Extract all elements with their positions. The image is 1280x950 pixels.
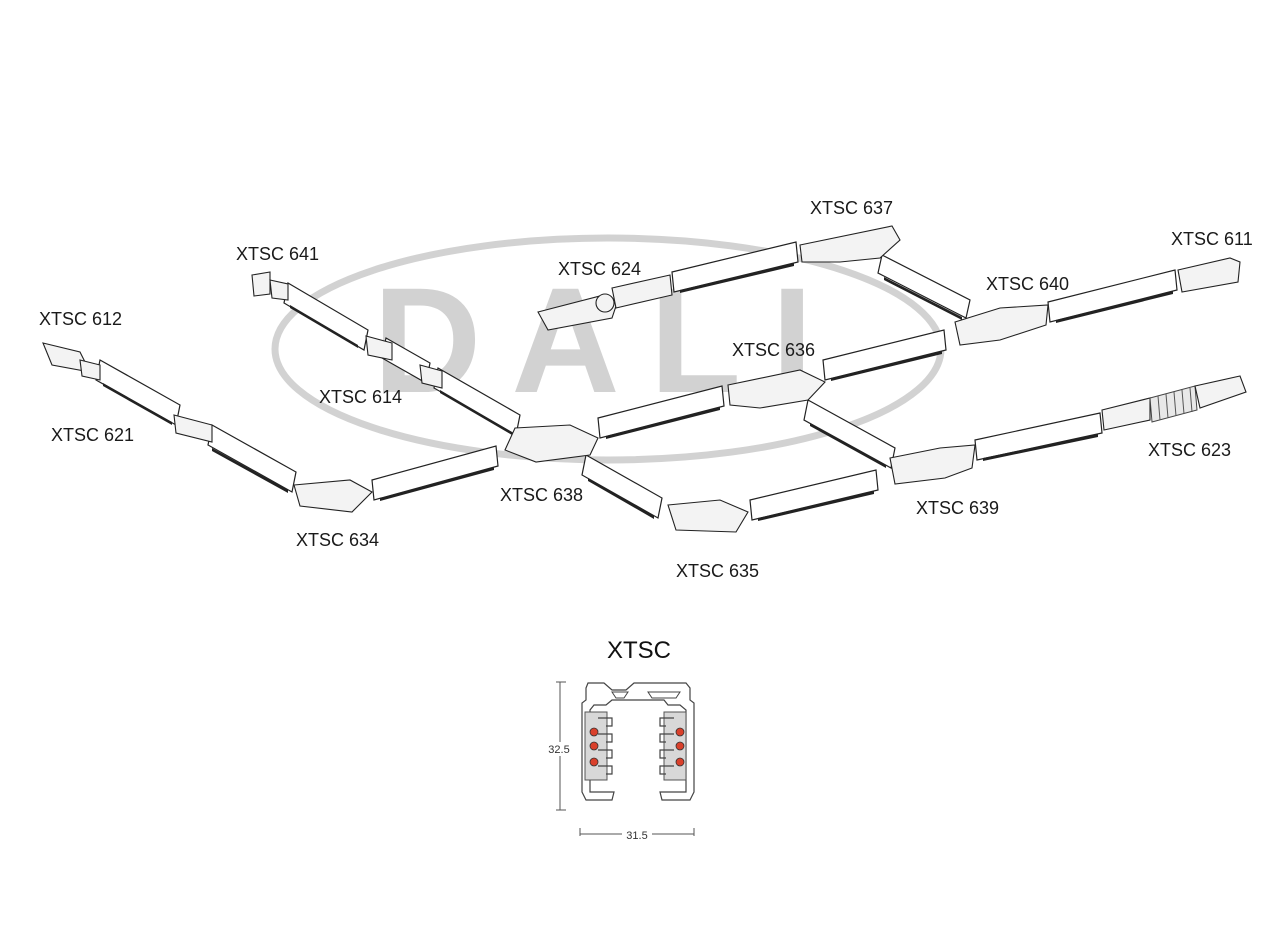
rail-segments [95, 241, 1178, 521]
label-xtsc-621: XTSC 621 [51, 425, 134, 445]
contact-dot [589, 727, 599, 737]
flex-624 [537, 274, 673, 331]
label-xtsc-635: XTSC 635 [676, 561, 759, 581]
label-xtsc-639: XTSC 639 [916, 498, 999, 518]
rail-segment [597, 385, 725, 439]
end-feed-611 [1177, 257, 1241, 293]
tee-639 [889, 444, 976, 485]
rail-segment [207, 424, 297, 493]
width-value: 31.5 [626, 830, 647, 842]
tee-637 [799, 225, 901, 263]
contact-dot [675, 727, 685, 737]
end-cap-641 [251, 271, 289, 301]
label-xtsc-640: XTSC 640 [986, 274, 1069, 294]
rail-segment [803, 399, 896, 469]
contact-dot [589, 741, 599, 751]
rail-segment [371, 445, 499, 501]
contact-dot [675, 757, 685, 767]
rail-segment [581, 454, 663, 519]
label-xtsc-641: XTSC 641 [236, 244, 319, 264]
label-xtsc-611: XTSC 611 [1171, 229, 1253, 249]
flexible-623 [1101, 375, 1247, 431]
coupler-614 [365, 335, 443, 389]
profile-title: XTSC [607, 637, 671, 664]
height-dimension: 32.5 [544, 681, 574, 811]
rail-segment [974, 412, 1103, 461]
label-xtsc-614: XTSC 614 [319, 387, 402, 407]
label-xtsc-623: XTSC 623 [1148, 440, 1231, 460]
width-dimension: 31.5 [579, 828, 695, 842]
end-feed-612 [42, 342, 101, 381]
profile-section: XTSC 32.5 31.5 [544, 637, 695, 842]
part-labels: XTSC 612 XTSC 621 XTSC 641 XTSC 614 XTSC… [39, 198, 1253, 581]
rail-segment [671, 241, 799, 293]
label-xtsc-637: XTSC 637 [810, 198, 893, 218]
rail-segment [822, 329, 947, 381]
corner-634 [293, 479, 373, 513]
coupler-621 [173, 414, 213, 443]
corner-635 [667, 499, 749, 533]
corner-640 [954, 304, 1049, 346]
rail-segment [95, 359, 181, 426]
label-xtsc-612: XTSC 612 [39, 309, 122, 329]
rail-segment [749, 469, 879, 521]
connectors [42, 225, 1247, 533]
cross-638 [504, 424, 599, 463]
tee-636 [727, 369, 826, 409]
label-xtsc-634: XTSC 634 [296, 530, 379, 550]
track-profile [581, 682, 695, 801]
contact-dot [589, 757, 599, 767]
rail-segment [877, 254, 971, 320]
contact-dot [675, 741, 685, 751]
label-xtsc-624: XTSC 624 [558, 259, 641, 279]
height-value: 32.5 [548, 744, 569, 756]
label-xtsc-636: XTSC 636 [732, 340, 815, 360]
rail-segment [1047, 269, 1178, 323]
label-xtsc-638: XTSC 638 [500, 485, 583, 505]
